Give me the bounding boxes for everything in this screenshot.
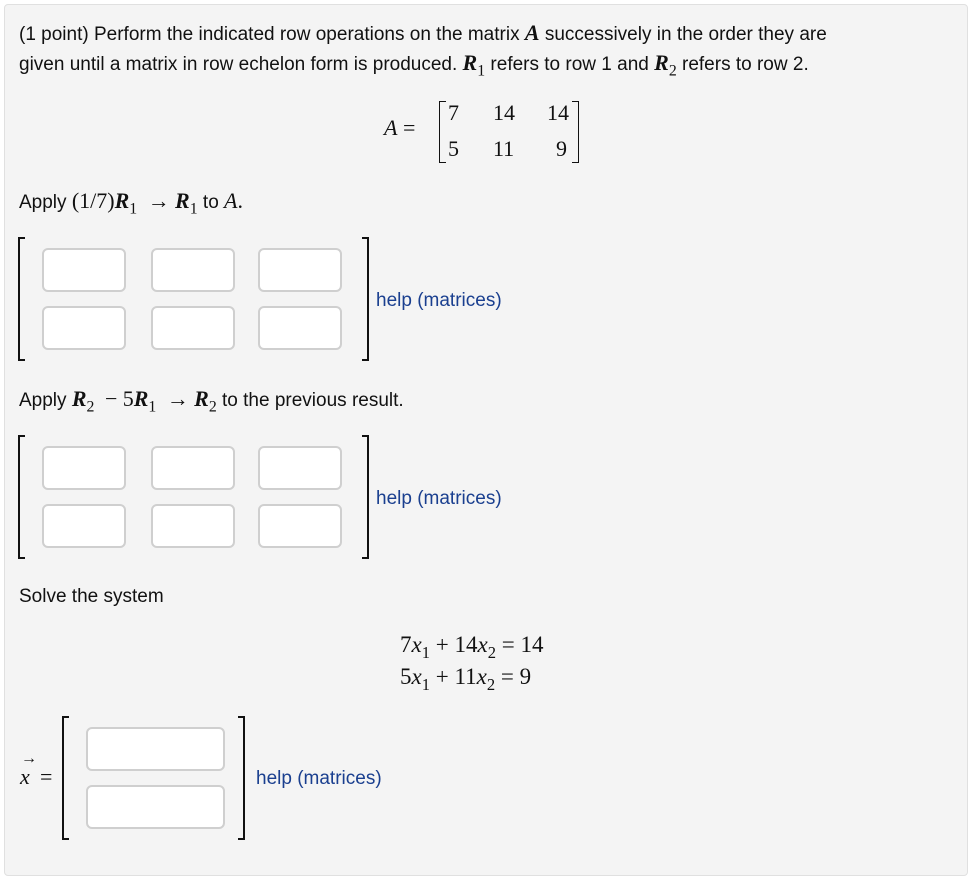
problem-intro-line-1: (1 point) Perform the indicated row oper… [19, 18, 827, 49]
scalar: 5 [122, 386, 134, 411]
period: . [237, 188, 244, 213]
left-bracket [18, 237, 25, 361]
right-bracket [572, 101, 579, 163]
step2-text: to the previous result. [216, 390, 404, 411]
step2-instruction: Apply R2 − 5R1 → R2 to the previous resu… [19, 384, 404, 415]
matrix-a-cell: 7 [448, 100, 459, 125]
step1-input-r2c2[interactable] [151, 306, 235, 350]
vector-x-label: → x = [18, 750, 64, 800]
minus-sign: − [104, 386, 118, 411]
scalar: (1/7) [71, 188, 115, 213]
matrix-a-cell: 11 [493, 136, 515, 161]
step1-text: Apply [19, 192, 72, 213]
intro-text: refers to row 1 and [485, 54, 655, 75]
arrow-icon: → [147, 188, 170, 213]
matrix-a-cell: 14 [547, 100, 569, 125]
step1-input-r1c2[interactable] [151, 248, 235, 292]
intro-text: (1 point) Perform the indicated row oper… [19, 24, 525, 45]
step1-answer-matrix [18, 237, 378, 361]
matrix-a-cell: 9 [556, 136, 567, 161]
intro-text: successively in the order they are [539, 24, 827, 45]
right-bracket [362, 237, 369, 361]
matrix-var: A [224, 188, 238, 213]
equation-2: 5x1 + 11x2 = 9 [400, 664, 532, 694]
step2-help-matrices-link[interactable]: help (matrices) [376, 488, 502, 509]
arrow-icon: → [166, 386, 189, 411]
step2-answer-matrix [18, 435, 378, 559]
step2-input-r2c2[interactable] [151, 504, 235, 548]
step2-input-r1c1[interactable] [42, 446, 126, 490]
step1-instruction: Apply (1/7)R1 → R1 to A. [19, 186, 243, 217]
r2-symbol: R2 [71, 386, 95, 416]
intro-text: refers to row 2. [676, 54, 809, 75]
solution-help-matrices-link[interactable]: help (matrices) [256, 768, 382, 789]
step1-help-matrices-link[interactable]: help (matrices) [376, 290, 502, 311]
solution-input-x2[interactable] [86, 785, 225, 829]
r1-symbol: R1 [175, 188, 198, 218]
step1-input-r1c1[interactable] [42, 248, 126, 292]
r2-symbol: R2 [654, 50, 677, 80]
matrix-a-display: A = 7 14 14 5 11 9 [384, 98, 594, 168]
solution-input-x1[interactable] [86, 727, 225, 771]
step1-input-r1c3[interactable] [258, 248, 342, 292]
step2-input-r1c2[interactable] [151, 446, 235, 490]
equals-sign: = [40, 764, 53, 789]
vector-var: x [20, 764, 30, 789]
r1-symbol: R1 [133, 386, 157, 416]
matrix-a-cell: 5 [448, 136, 459, 161]
left-bracket [439, 101, 446, 163]
solve-label: Solve the system [19, 586, 164, 607]
matrix-a-cell: 14 [493, 100, 515, 125]
right-bracket [362, 435, 369, 559]
matrix-var: A [524, 20, 540, 45]
r1-symbol: R1 [462, 50, 486, 80]
solution-vector-matrix [62, 716, 248, 840]
step1-input-r2c3[interactable] [258, 306, 342, 350]
intro-text: given until a matrix in row echelon form… [19, 54, 463, 75]
vector-arrow-icon: → [21, 750, 37, 767]
step2-text: Apply [19, 390, 72, 411]
left-bracket [62, 716, 69, 840]
r1-symbol: R1 [114, 188, 138, 218]
step2-input-r1c3[interactable] [258, 446, 342, 490]
r2-symbol: R2 [194, 386, 217, 416]
step1-text: to [197, 192, 225, 213]
equation-1: 7x1 + 14x2 = 14 [400, 632, 544, 662]
step1-input-r2c1[interactable] [42, 306, 126, 350]
problem-intro-line-2: given until a matrix in row echelon form… [19, 48, 809, 79]
matrix-a-label: A = [384, 115, 416, 140]
right-bracket [238, 716, 245, 840]
left-bracket [18, 435, 25, 559]
step2-input-r2c3[interactable] [258, 504, 342, 548]
step2-input-r2c1[interactable] [42, 504, 126, 548]
